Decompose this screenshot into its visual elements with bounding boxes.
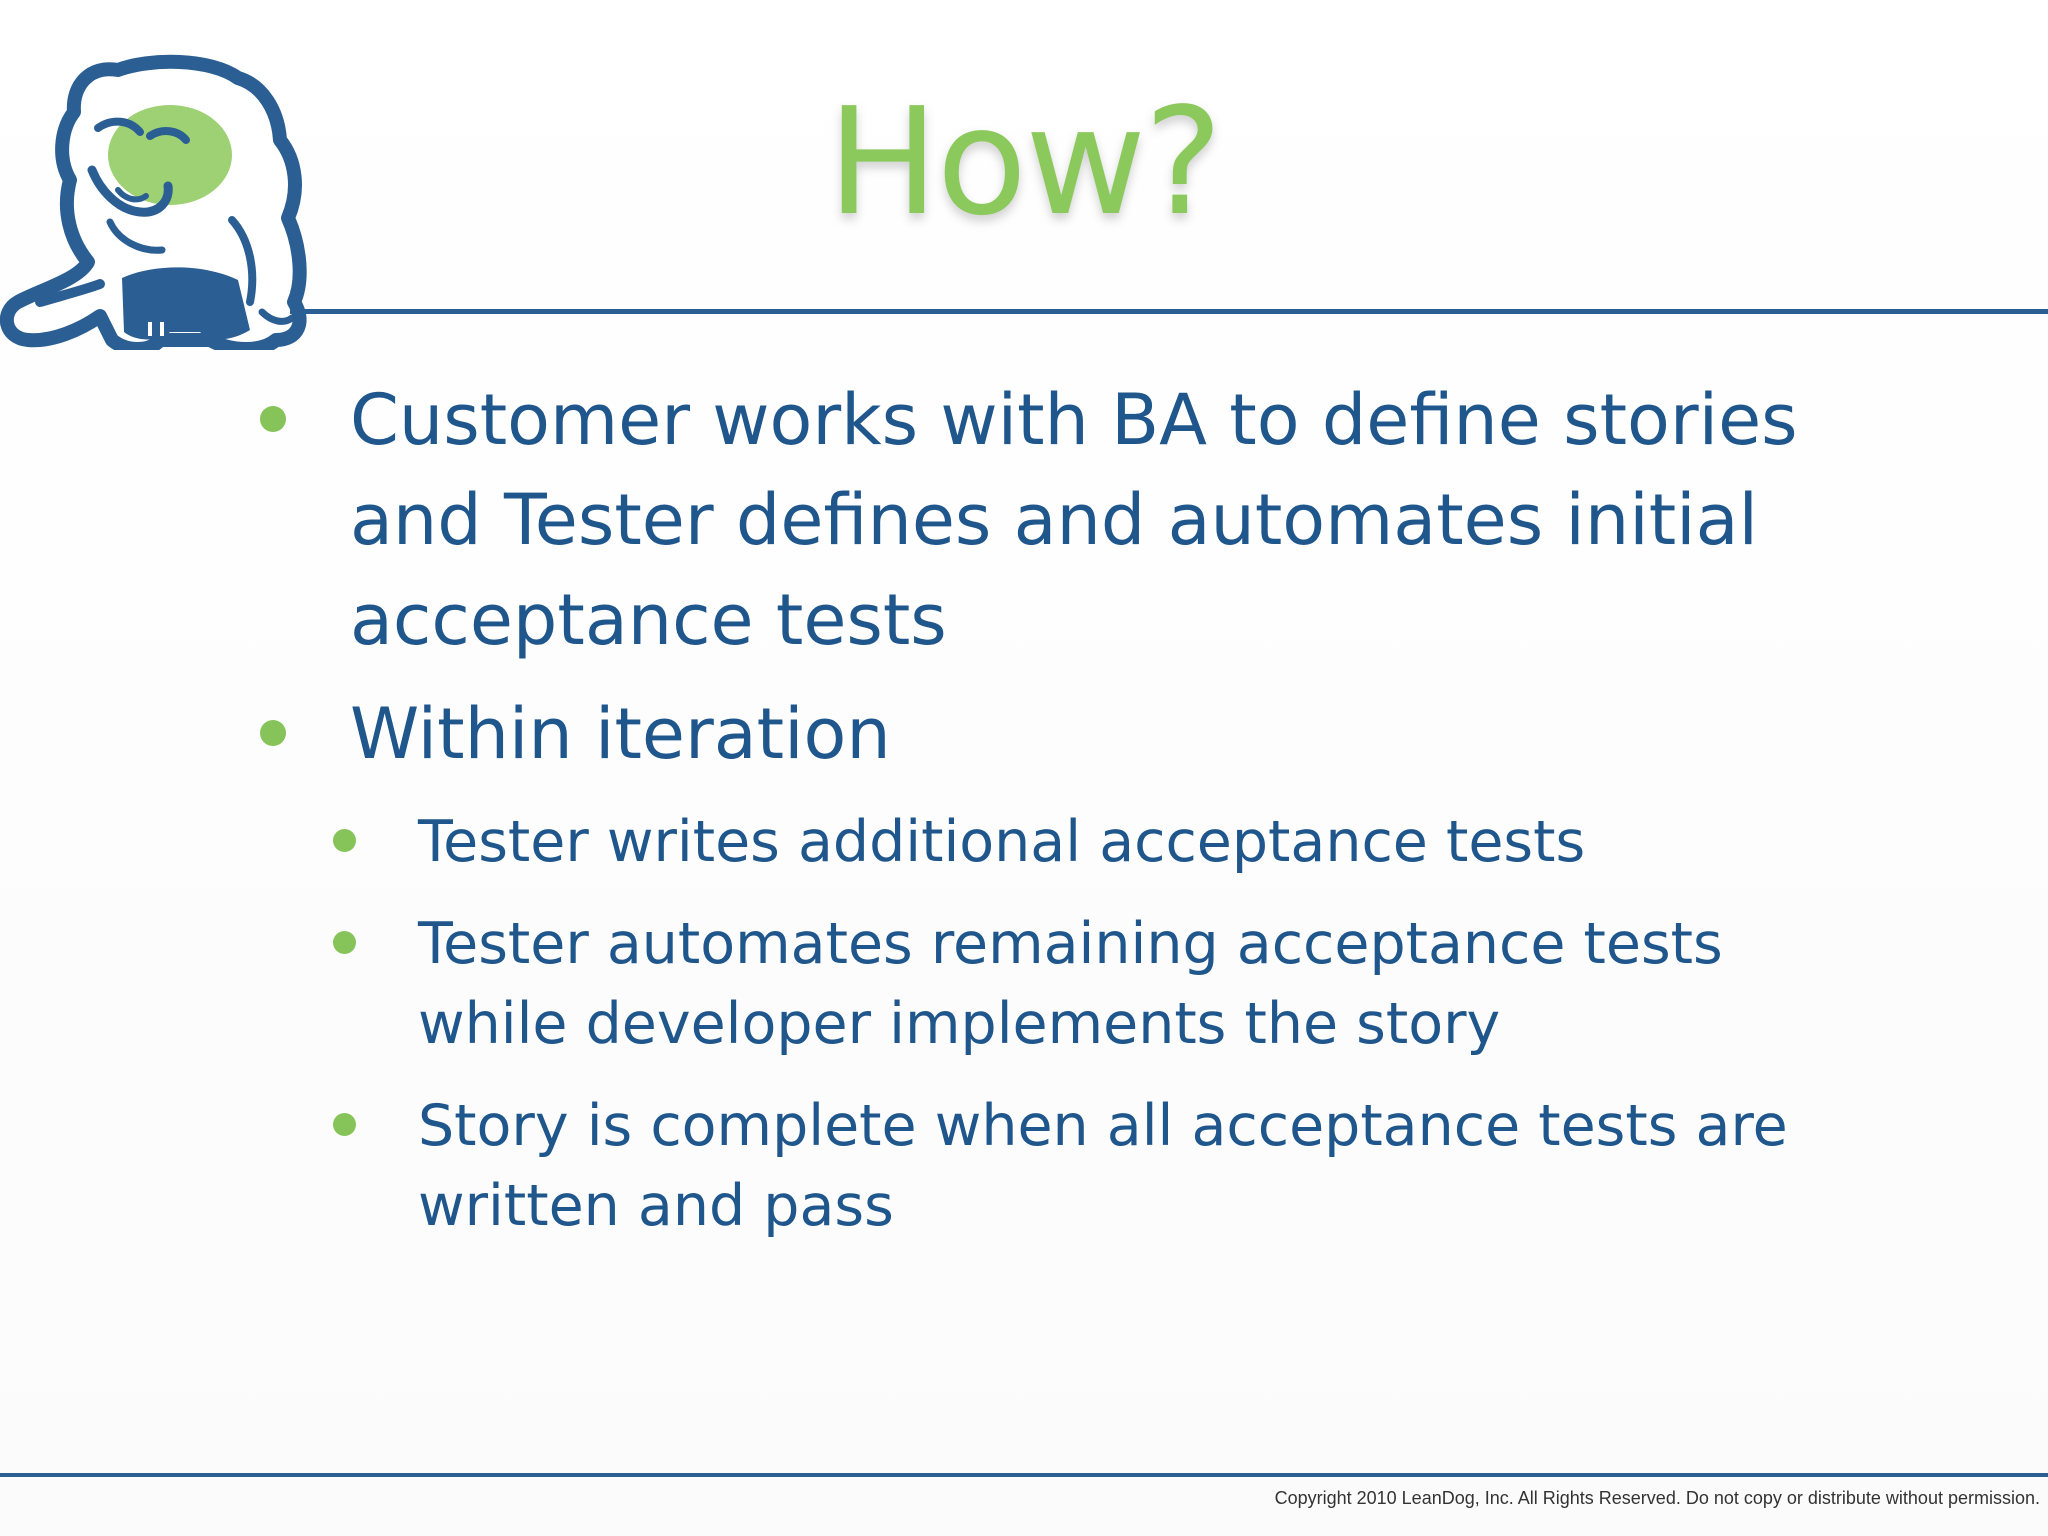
sub-bullet-text: Tester writes additional acceptance test… [418,809,1586,875]
copyright-footer: Copyright 2010 LeanDog, Inc. All Rights … [1274,1488,2040,1508]
bullet-text: Customer works with BA to define stories… [350,379,1798,661]
sub-bullet-item: Story is complete when all acceptance te… [255,1086,1815,1246]
sub-bullet-text: Tester automates remaining acceptance te… [418,911,1723,1057]
bullet-list: Customer works with BA to define stories… [255,370,1815,1246]
bullet-dot-icon [333,829,356,852]
bullet-item: Customer works with BA to define stories… [255,370,1815,670]
slide-title: How? [827,76,1222,248]
sub-bullet-text: Story is complete when all acceptance te… [418,1093,1788,1239]
bullet-dot-icon [333,931,356,954]
bullet-dot-icon [260,406,286,432]
bullet-dot-icon [260,720,286,746]
sub-bullet-item: Tester automates remaining acceptance te… [255,904,1815,1064]
bullet-text: Within iteration [350,693,891,775]
footer-divider [0,1473,2048,1477]
bullet-item: Within iteration [255,684,1815,784]
bulldog-mascot-icon [0,54,307,350]
title-divider [290,309,2048,314]
sub-bullet-item: Tester writes additional acceptance test… [255,802,1815,882]
bullet-dot-icon [333,1113,356,1136]
